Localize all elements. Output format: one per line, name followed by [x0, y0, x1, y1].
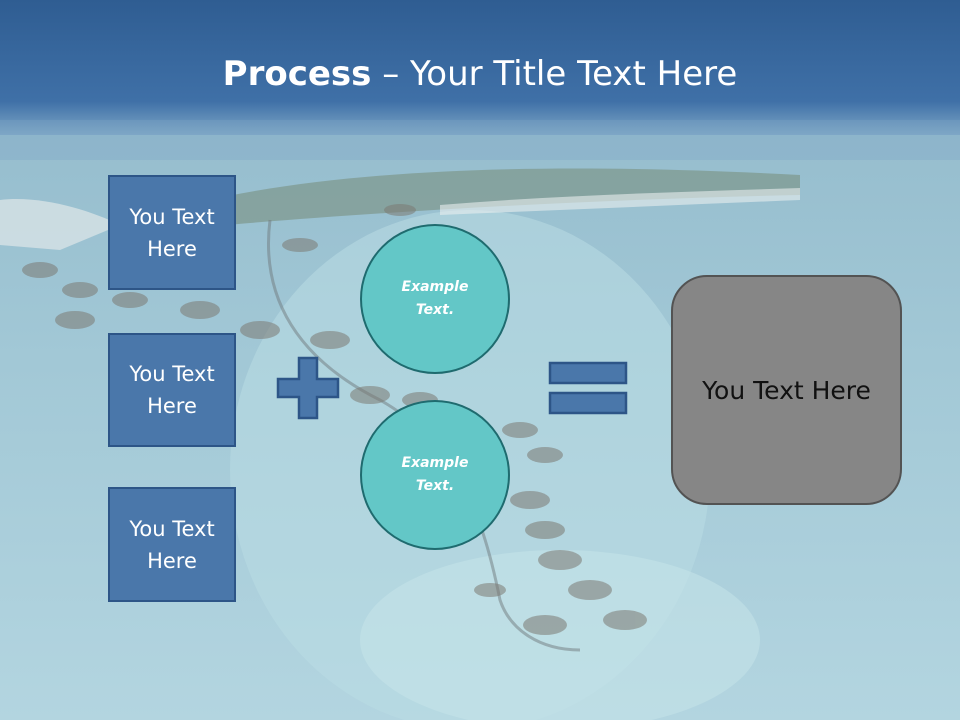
circle-1: Example Text. [360, 224, 510, 374]
left-box-3: You Text Here [108, 487, 236, 602]
result-box-label: You Text Here [702, 375, 871, 405]
slide-title-dash: – [371, 54, 411, 94]
equals-icon [548, 361, 628, 415]
left-box-3-label: You Text Here [129, 516, 215, 573]
slide-title: Process – Your Title Text Here [0, 52, 960, 96]
left-box-2: You Text Here [108, 333, 236, 447]
slide-title-rest: Your Title Text Here [410, 54, 738, 94]
plus-icon [276, 356, 340, 420]
circle-2: Example Text. [360, 400, 510, 550]
left-box-1: You Text Here [108, 175, 236, 290]
left-box-1-label: You Text Here [129, 204, 215, 261]
circle-1-label: Example Text. [401, 279, 469, 318]
slide-title-bold: Process [222, 54, 372, 94]
circle-2-label: Example Text. [401, 455, 469, 494]
left-box-2-label: You Text Here [129, 362, 215, 418]
result-box: You Text Here [671, 275, 902, 505]
